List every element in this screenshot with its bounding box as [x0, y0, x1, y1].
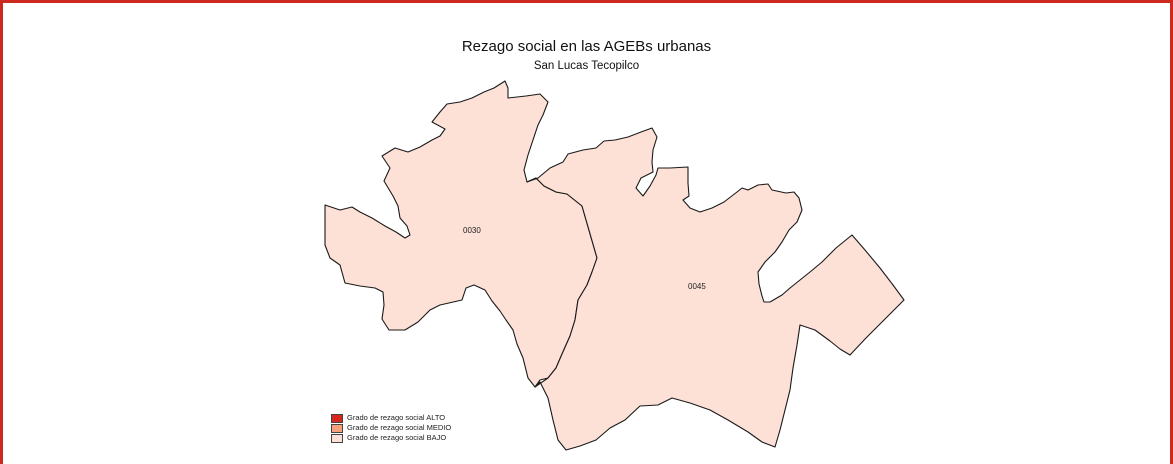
legend-swatch-alto	[331, 413, 343, 423]
legend-item-alto: Grado de rezago social ALTO	[331, 413, 451, 423]
legend-item-bajo: Grado de rezago social BAJO	[331, 433, 451, 443]
map-subtitle: San Lucas Tecopilco	[533, 60, 640, 72]
legend-item-medio: Grado de rezago social MEDIO	[331, 423, 451, 433]
ageb-0030-polygon[interactable]	[324, 80, 598, 388]
legend-swatch-bajo	[331, 433, 343, 443]
legend-swatch-medio	[331, 423, 343, 433]
ageb-0045-polygon[interactable]	[526, 127, 905, 451]
map-legend: Grado de rezago social ALTO Grado de rez…	[331, 413, 451, 443]
ageb-0045-label: 0045	[688, 282, 706, 291]
legend-label-alto: Grado de rezago social ALTO	[347, 413, 446, 422]
legend-label-bajo: Grado de rezago social BAJO	[347, 433, 447, 442]
map-title: Rezago social en las AGEBs urbanas	[461, 38, 712, 55]
ageb-0030-label: 0030	[463, 226, 481, 235]
legend-label-medio: Grado de rezago social MEDIO	[347, 423, 452, 432]
